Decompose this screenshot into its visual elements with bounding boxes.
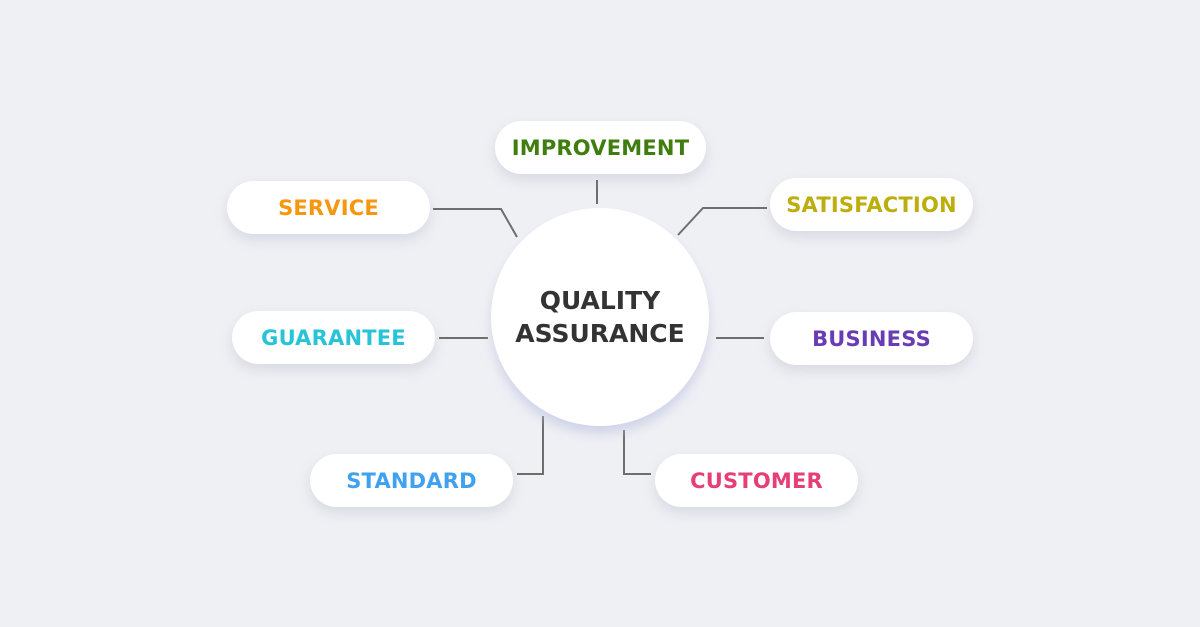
node-customer: CUSTOMER (655, 454, 858, 507)
node-business: BUSINESS (770, 312, 973, 365)
hub-title-line1: QUALITY (539, 286, 661, 315)
connector-service (433, 208, 518, 238)
hub-title-line2: ASSURANCE (515, 319, 685, 348)
node-satisfaction: SATISFACTION (770, 178, 973, 231)
node-improvement: IMPROVEMENT (495, 121, 706, 174)
connector-satisfaction (677, 207, 767, 236)
node-service-label: SERVICE (278, 195, 379, 220)
node-standard: STANDARD (310, 454, 513, 507)
node-customer-label: CUSTOMER (690, 468, 823, 493)
node-improvement-label: IMPROVEMENT (511, 135, 690, 160)
node-standard-label: STANDARD (346, 468, 477, 493)
connector-standard (517, 416, 544, 475)
connector-customer (623, 430, 651, 475)
node-satisfaction-label: SATISFACTION (786, 192, 957, 217)
node-service: SERVICE (227, 181, 430, 234)
hub-circle: QUALITY ASSURANCE (491, 208, 709, 426)
node-guarantee: GUARANTEE (232, 311, 435, 364)
node-business-label: BUSINESS (812, 326, 931, 351)
node-guarantee-label: GUARANTEE (261, 325, 406, 350)
